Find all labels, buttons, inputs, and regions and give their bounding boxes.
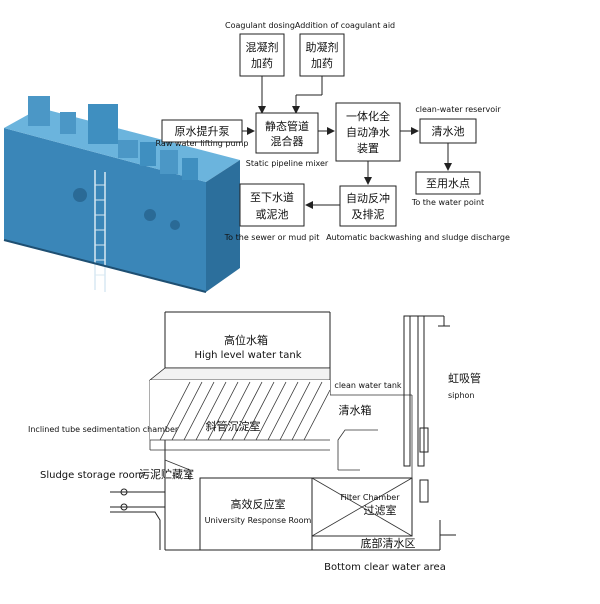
sludge-room-en: Sludge storage room xyxy=(40,470,145,481)
reaction-room-en: University Response Room xyxy=(205,516,312,525)
filter-chamber-en: Filter Chamber xyxy=(341,493,401,502)
mixer-label: Static pipeline mixer xyxy=(246,159,329,168)
filter-chamber-zh: 过滤室 xyxy=(364,503,397,517)
sewer-box xyxy=(239,183,305,227)
clean-tank-en: clean water tank xyxy=(334,381,402,390)
water-point-label: To the water point xyxy=(411,198,484,207)
purifier-box-line-3: 装置 xyxy=(357,142,379,155)
purifier-box-line-1: 一体化全 xyxy=(346,109,390,123)
siphon-en: siphon xyxy=(448,391,475,400)
raw-pump-box-text: 原水提升泵 xyxy=(175,125,230,138)
coagulant-box-line-1: 混凝剂 xyxy=(246,40,279,54)
high-tank-en: High level water tank xyxy=(195,350,302,361)
coagulant-aid-box-line-1: 助凝剂 xyxy=(306,40,339,54)
sewer-box-line-2: 或泥池 xyxy=(256,208,289,221)
water-point-box xyxy=(415,171,481,195)
coagulant-aid-box-line-2: 加药 xyxy=(311,57,333,70)
reservoir-label: clean-water reservoir xyxy=(415,105,501,114)
reservoir-box-text: 清水池 xyxy=(432,125,465,138)
mixer-box-line-1: 静态管道 xyxy=(265,119,309,133)
coagulant-dosing-label: Coagulant dosing xyxy=(225,21,295,30)
coagulant-aid-label: Addition of coagulant aid xyxy=(295,21,395,30)
reaction-chamber xyxy=(199,477,313,551)
backwash-box-line-2: 及排泥 xyxy=(352,207,385,221)
equipment-illustration xyxy=(3,96,240,293)
coagulant-dosing-box xyxy=(239,33,285,77)
sludge-room-zh: 污泥贮藏室 xyxy=(139,467,194,481)
siphon-zh: 虹吸管 xyxy=(448,371,481,385)
clean-water-reservoir-box xyxy=(419,118,477,144)
cross-section-diagram: 高位水箱 High level water tank clean water t… xyxy=(28,311,481,573)
coagulant-box-line-2: 加药 xyxy=(251,57,273,70)
bottom-area-zh: 底部清水区 xyxy=(361,536,416,550)
purifier-box-line-2: 自动净水 xyxy=(346,125,390,139)
raw-pump-label: Raw water lifting pump xyxy=(156,139,249,148)
backwash-box-line-1: 自动反冲 xyxy=(346,191,390,205)
inclined-tubes xyxy=(159,381,331,441)
backwash-label: Automatic backwashing and sludge dischar… xyxy=(326,233,510,242)
backwash-box xyxy=(339,185,397,227)
clean-tank-zh: 清水箱 xyxy=(339,403,372,417)
inclined-chamber-zh: 斜管沉淀室 xyxy=(206,419,261,433)
static-mixer-box xyxy=(255,112,319,154)
reaction-room-zh: 高效反应室 xyxy=(231,497,286,511)
inclined-chamber-en: Inclined tube sedimentation chamber xyxy=(28,425,179,434)
sewer-label: To the sewer or mud pit xyxy=(224,233,320,242)
high-tank-zh: 高位水箱 xyxy=(224,333,268,347)
bottom-area-en: Bottom clear water area xyxy=(324,562,446,573)
mixer-box-line-2: 混合器 xyxy=(271,134,304,148)
water-point-box-text: 至用水点 xyxy=(426,177,470,190)
sewer-box-line-1: 至下水道 xyxy=(250,190,294,204)
integrated-purifier-box xyxy=(335,102,401,162)
process-flowchart: Coagulant dosing Addition of coagulant a… xyxy=(156,21,510,242)
